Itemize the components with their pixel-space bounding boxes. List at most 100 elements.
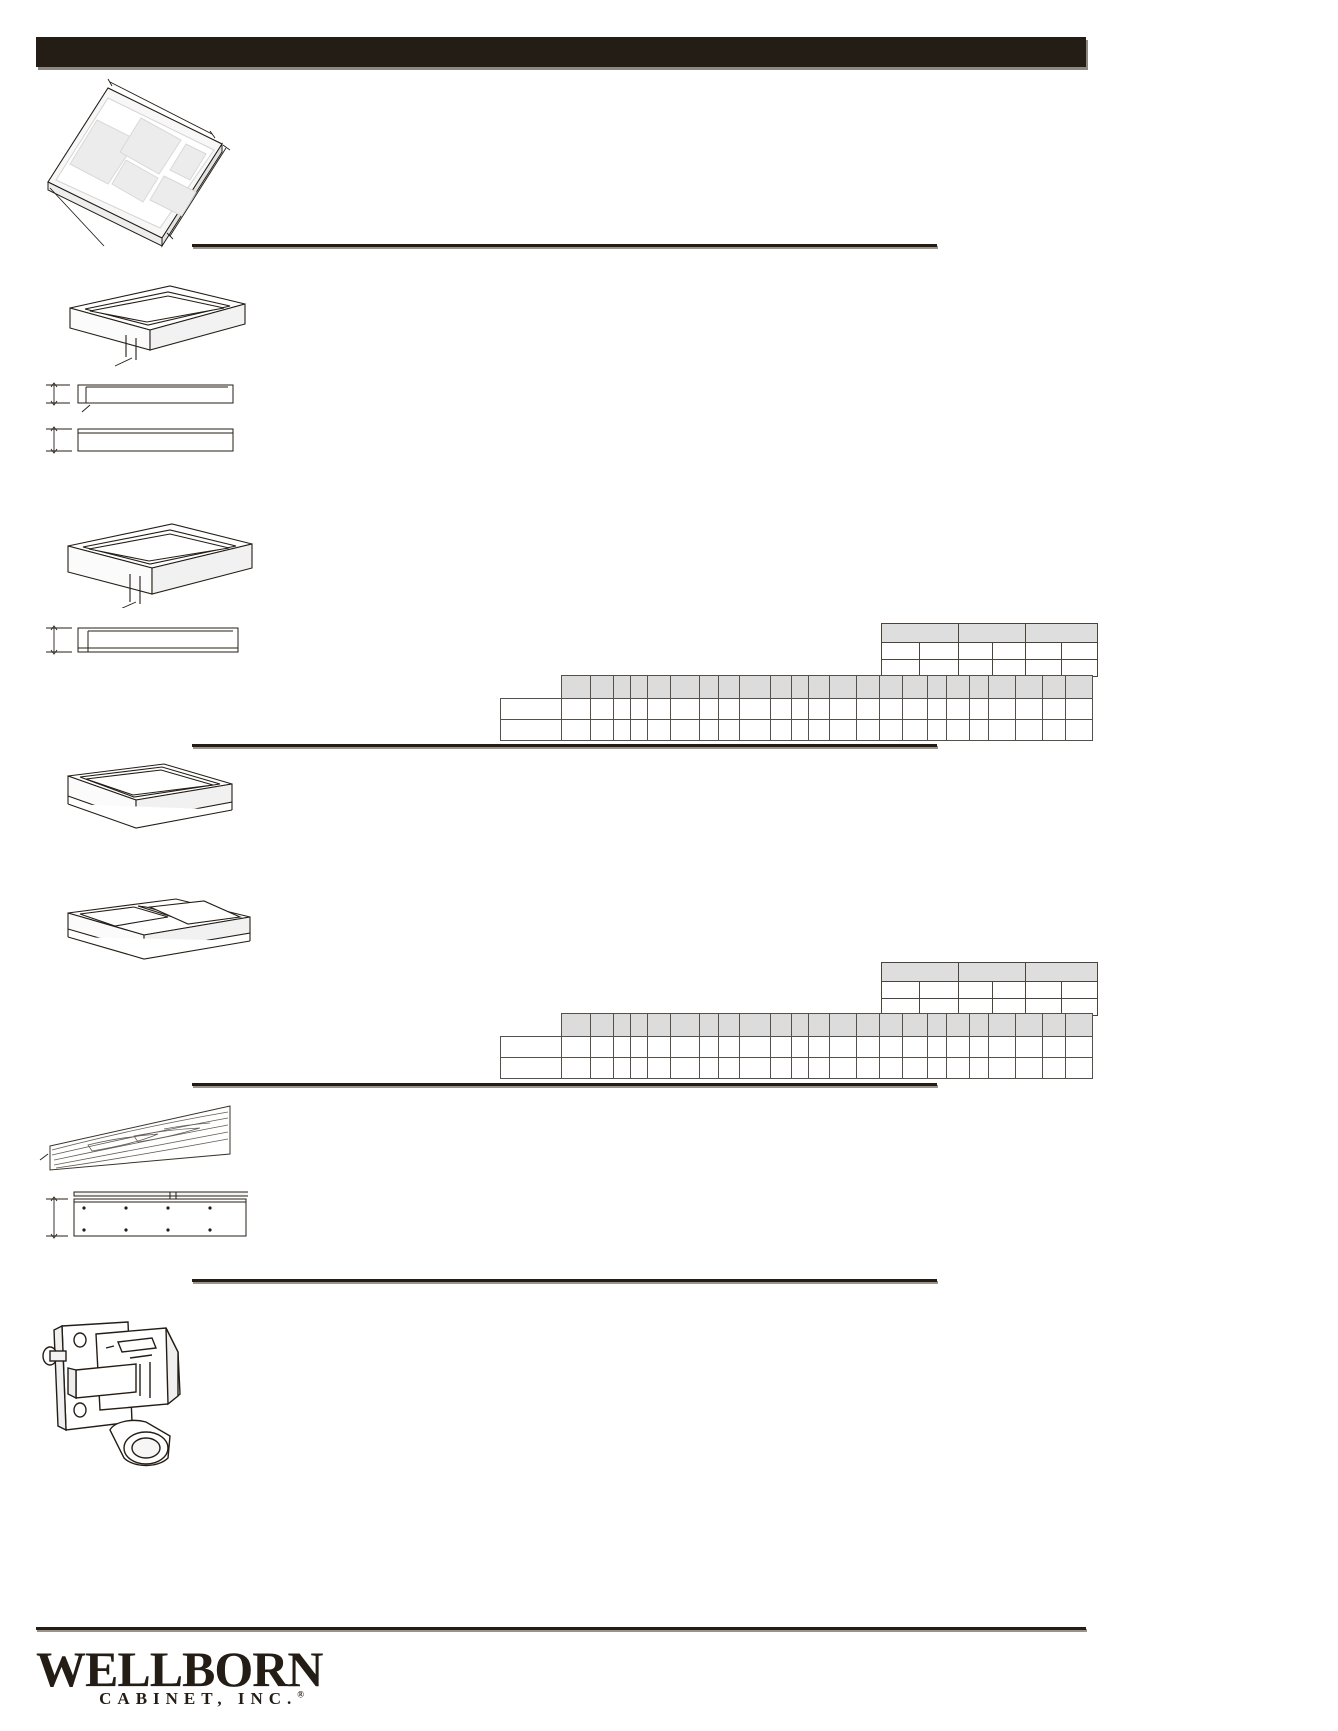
grid-cell [968, 1036, 989, 1058]
grid-col-header [629, 675, 648, 699]
wood-grain-panel-illustration [38, 1098, 238, 1178]
grid-cell [855, 1036, 880, 1058]
grid-col-header [945, 1013, 970, 1037]
spec-cell [958, 981, 993, 999]
spec-cell [1025, 998, 1062, 1016]
grid-cell [855, 719, 880, 741]
grid-cell [738, 719, 771, 741]
grid-cell [901, 1036, 928, 1058]
grid-cell [1064, 719, 1093, 741]
grid-cell [901, 1057, 928, 1079]
grid-cell [589, 698, 614, 720]
grid-col-header [589, 1013, 614, 1037]
spec-cell [881, 981, 920, 999]
grid-cell [612, 698, 631, 720]
table-row [881, 981, 1098, 999]
grid-cell [807, 1057, 830, 1079]
spec-cell [992, 998, 1026, 1016]
table-row [500, 1036, 1093, 1058]
grid-col-header [1041, 675, 1066, 699]
grid-cell [646, 1057, 671, 1079]
spec-cell [992, 659, 1026, 677]
grid-col-header [738, 1013, 771, 1037]
grid-col-header [1064, 1013, 1093, 1037]
divided-rollout-tray-illustration [38, 895, 258, 975]
grid-cell [926, 1057, 947, 1079]
spec-col-header [881, 962, 959, 982]
grid-col-header [612, 1013, 631, 1037]
grid-cell [926, 719, 947, 741]
table-header-row [501, 1013, 1093, 1037]
grid-cell [807, 698, 830, 720]
grid-cell [646, 1036, 671, 1058]
grid-cell [968, 698, 989, 720]
grid-col-header [855, 675, 880, 699]
grid-cell [612, 719, 631, 741]
table-header-row [501, 675, 1093, 699]
grid-col-header [646, 675, 671, 699]
table-row [881, 659, 1098, 677]
grid-cell [968, 1057, 989, 1079]
spec-col-header [1025, 623, 1098, 643]
deep-drawer-box-isometric-illustration [40, 518, 260, 608]
grid-cell [926, 1036, 947, 1058]
grid-cell [669, 719, 700, 741]
grid-col-header [1041, 1013, 1066, 1037]
grid-col-header [901, 675, 928, 699]
wellborn-logo: WELLBORN CABINET, INC.® [36, 1644, 324, 1709]
grid-cell [589, 719, 614, 741]
section-divider-4 [192, 1279, 937, 1282]
grid-cell [629, 719, 648, 741]
grid-spacer-cell [501, 676, 562, 699]
table-header-row [881, 962, 1098, 982]
grid-col-header [717, 675, 740, 699]
grid-cell [769, 719, 792, 741]
grid-col-header [926, 675, 947, 699]
grid-row-label [500, 1057, 562, 1079]
grid-cell [560, 698, 591, 720]
spec-cell [919, 659, 959, 677]
grid-cell [968, 719, 989, 741]
grid-col-header [987, 1013, 1016, 1037]
grid-col-header [790, 1013, 809, 1037]
grid-cell [698, 1036, 719, 1058]
grid-cell [901, 698, 928, 720]
spec-col-header [958, 623, 1026, 643]
grid-cell [612, 1057, 631, 1079]
grid-col-header [560, 675, 591, 699]
grid-col-header [807, 675, 830, 699]
section-hinge-copy [250, 1320, 950, 1326]
footer-divider [36, 1627, 1086, 1630]
grid-cell [878, 1057, 903, 1079]
grid-col-header [646, 1013, 671, 1037]
grid-col-header [1064, 675, 1093, 699]
grid-cell [738, 1036, 771, 1058]
grid-cell [1064, 1036, 1093, 1058]
grid-cell [878, 698, 903, 720]
grid-cell [698, 719, 719, 741]
grid-cell [769, 1036, 792, 1058]
spec-cell [881, 659, 920, 677]
grid-row-label [500, 698, 562, 720]
grid-cell [945, 719, 970, 741]
grid-cell [1014, 1057, 1043, 1079]
grid-col-header [790, 675, 809, 699]
spec-cell [919, 998, 959, 1016]
grid-cell [828, 719, 857, 741]
grid-cell [717, 1036, 740, 1058]
grid-col-header [968, 1013, 989, 1037]
grid-cell [717, 1057, 740, 1079]
grid-cell [646, 698, 671, 720]
spec-table [881, 962, 1098, 1016]
grid-cell [738, 698, 771, 720]
grid-cell [1041, 719, 1066, 741]
section-drawer-organizer-copy [250, 80, 950, 86]
grid-cell [987, 1036, 1016, 1058]
grid-col-header [828, 1013, 857, 1037]
grid-col-header [926, 1013, 947, 1037]
grid-col-header [1014, 675, 1043, 699]
table-row [500, 698, 1093, 720]
grid-col-header [901, 1013, 928, 1037]
grid-cell [828, 1057, 857, 1079]
